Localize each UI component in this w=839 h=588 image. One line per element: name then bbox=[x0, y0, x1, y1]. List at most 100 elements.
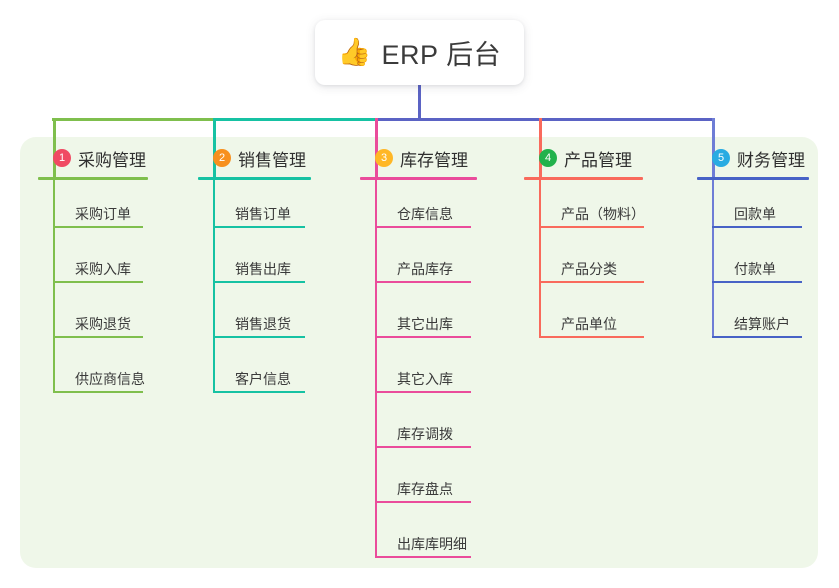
branch-header-5[interactable]: 5 财务管理 bbox=[697, 145, 809, 171]
leaf-item[interactable]: 采购退货 bbox=[53, 314, 131, 336]
leaf-item[interactable]: 销售出库 bbox=[213, 259, 291, 281]
leaf-item-underline bbox=[375, 446, 471, 448]
branch-items-5: 回款单付款单结算账户 bbox=[712, 180, 809, 345]
leaf-item[interactable]: 销售订单 bbox=[213, 204, 291, 226]
leaf-item-underline bbox=[213, 281, 305, 283]
leaf-item-underline bbox=[712, 336, 802, 338]
leaf-item[interactable]: 仓库信息 bbox=[375, 204, 453, 226]
leaf-item[interactable]: 产品（物料） bbox=[539, 204, 645, 226]
branch-underline-3 bbox=[360, 177, 477, 180]
bus-segment-blue bbox=[375, 118, 714, 121]
bus-segment-teal bbox=[213, 118, 377, 121]
branch-number-badge-3: 3 bbox=[375, 149, 393, 167]
thumbs-up-icon: 👍 bbox=[337, 37, 372, 67]
leaf-item[interactable]: 产品库存 bbox=[375, 259, 453, 281]
branch-underline-5 bbox=[697, 177, 809, 180]
leaf-item-label: 结算账户 bbox=[734, 316, 790, 332]
leaf-item[interactable]: 销售退货 bbox=[213, 314, 291, 336]
branch-underline-1 bbox=[38, 177, 148, 180]
branch-spine-1 bbox=[53, 180, 55, 392]
leaf-item-underline bbox=[375, 501, 471, 503]
branch-column-4: 4 产品管理产品（物料） 产品分类产品单位 bbox=[524, 145, 645, 345]
leaf-item-label: 供应商信息 bbox=[75, 371, 145, 387]
leaf-item[interactable]: 出库库明细 bbox=[375, 534, 467, 556]
leaf-item[interactable]: 回款单 bbox=[712, 204, 776, 226]
leaf-item-underline bbox=[53, 226, 143, 228]
leaf-item-label: 仓库信息 bbox=[397, 206, 453, 222]
leaf-item[interactable]: 结算账户 bbox=[712, 314, 790, 336]
leaf-item-underline bbox=[213, 226, 305, 228]
root-node[interactable]: 👍 ERP 后台 bbox=[315, 20, 524, 85]
leaf-item-underline bbox=[375, 226, 471, 228]
branch-drop-line-1 bbox=[53, 118, 56, 177]
branch-items-2: 销售订单销售出库销售退货客户信息 bbox=[213, 180, 311, 400]
bus-segment-green bbox=[52, 118, 215, 121]
leaf-item-label: 产品分类 bbox=[561, 261, 617, 277]
leaf-item-label: 销售订单 bbox=[235, 206, 291, 222]
branch-drop-line-2 bbox=[213, 118, 216, 177]
leaf-item[interactable]: 库存盘点 bbox=[375, 479, 453, 501]
branch-number-badge-5: 5 bbox=[712, 149, 730, 167]
branch-title-5: 财务管理 bbox=[737, 150, 805, 170]
leaf-item[interactable]: 供应商信息 bbox=[53, 369, 145, 391]
leaf-item-label: 其它出库 bbox=[397, 316, 453, 332]
leaf-item-underline bbox=[53, 281, 143, 283]
branch-underline-4 bbox=[524, 177, 643, 180]
branch-items-1: 采购订单采购入库采购退货供应商信息 bbox=[53, 180, 148, 400]
leaf-item[interactable]: 产品单位 bbox=[539, 314, 617, 336]
leaf-item-label: 产品库存 bbox=[397, 261, 453, 277]
leaf-item[interactable]: 其它入库 bbox=[375, 369, 453, 391]
branch-title-4: 产品管理 bbox=[564, 150, 632, 170]
branch-spine-4 bbox=[539, 180, 541, 337]
leaf-item[interactable]: 付款单 bbox=[712, 259, 776, 281]
leaf-item-label: 产品单位 bbox=[561, 316, 617, 332]
branch-column-1: 1 采购管理采购订单采购入库采购退货供应商信息 bbox=[38, 145, 148, 400]
leaf-item-label: 库存调拨 bbox=[397, 426, 453, 442]
root-stem-line bbox=[418, 85, 421, 121]
branch-number-badge-1: 1 bbox=[53, 149, 71, 167]
branch-drop-line-4 bbox=[539, 118, 542, 177]
leaf-item-underline bbox=[213, 391, 305, 393]
leaf-item-underline bbox=[712, 226, 802, 228]
leaf-item-label: 客户信息 bbox=[235, 371, 291, 387]
branch-items-3: 仓库信息产品库存其它出库其它入库库存调拨库存盘点出库库明细 bbox=[375, 180, 477, 565]
leaf-item-underline bbox=[539, 226, 644, 228]
leaf-item-label: 采购退货 bbox=[75, 316, 131, 332]
branch-title-1: 采购管理 bbox=[78, 150, 146, 170]
branch-title-2: 销售管理 bbox=[238, 150, 306, 170]
leaf-item[interactable]: 客户信息 bbox=[213, 369, 291, 391]
branch-spine-2 bbox=[213, 180, 215, 392]
leaf-item-underline bbox=[375, 336, 471, 338]
leaf-item-label: 采购入库 bbox=[75, 261, 131, 277]
leaf-item-underline bbox=[375, 281, 471, 283]
branch-spine-5 bbox=[712, 180, 714, 337]
leaf-item-underline bbox=[375, 391, 471, 393]
root-node-title: ERP 后台 bbox=[381, 40, 502, 70]
leaf-item-label: 产品（物料） bbox=[561, 206, 645, 222]
leaf-item[interactable]: 其它出库 bbox=[375, 314, 453, 336]
leaf-item-underline bbox=[539, 336, 644, 338]
leaf-item[interactable]: 采购入库 bbox=[53, 259, 131, 281]
leaf-item-underline bbox=[53, 391, 143, 393]
leaf-item-label: 采购订单 bbox=[75, 206, 131, 222]
branches-panel bbox=[20, 137, 818, 568]
branch-number-badge-4: 4 bbox=[539, 149, 557, 167]
leaf-item-underline bbox=[53, 336, 143, 338]
leaf-item-label: 出库库明细 bbox=[397, 536, 467, 552]
leaf-item-label: 付款单 bbox=[734, 261, 776, 277]
branch-header-1[interactable]: 1 采购管理 bbox=[38, 145, 148, 171]
leaf-item-underline bbox=[712, 281, 802, 283]
branch-items-4: 产品（物料） 产品分类产品单位 bbox=[539, 180, 645, 345]
leaf-item-label: 其它入库 bbox=[397, 371, 453, 387]
leaf-item-underline bbox=[213, 336, 305, 338]
leaf-item-underline bbox=[539, 281, 644, 283]
branch-header-4[interactable]: 4 产品管理 bbox=[524, 145, 643, 171]
leaf-item[interactable]: 库存调拨 bbox=[375, 424, 453, 446]
leaf-item[interactable]: 采购订单 bbox=[53, 204, 131, 226]
leaf-item[interactable]: 产品分类 bbox=[539, 259, 617, 281]
